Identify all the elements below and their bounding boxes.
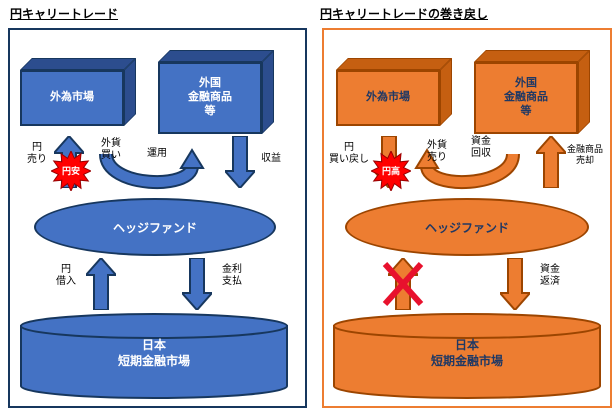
yen-buyback-label: 円 買い戻し bbox=[329, 142, 369, 165]
sell-collect-curved-arrow bbox=[414, 148, 520, 190]
money-market-cylinder bbox=[333, 313, 601, 399]
fx-buy-label: 外貨 買い bbox=[101, 138, 121, 161]
repay-down-arrow bbox=[500, 258, 530, 310]
yen-sell-label: 円 売り bbox=[27, 142, 47, 165]
convert-invest-curved-arrow bbox=[99, 148, 205, 190]
yen-weak-badge-text: 円安 bbox=[62, 165, 80, 176]
money-market-cylinder bbox=[20, 313, 288, 399]
box-top-face bbox=[474, 50, 590, 62]
fx-market-label: 外為市場 bbox=[336, 70, 440, 126]
interest-down-arrow bbox=[182, 258, 212, 310]
hedge-fund-ellipse: ヘッジファンド bbox=[34, 198, 276, 256]
repay-label: 資金 返済 bbox=[540, 264, 560, 287]
money-market-label: 日本 短期金融市場 bbox=[430, 338, 503, 368]
yen-borrow-label: 円 借入 bbox=[56, 264, 76, 287]
fx-sell-label: 外貨 売り bbox=[427, 140, 447, 163]
sell-products-up-arrow bbox=[536, 136, 566, 188]
fx-market-label: 外為市場 bbox=[20, 70, 124, 126]
foreign-products-label: 外国 金融商品 等 bbox=[158, 62, 262, 134]
money-market-label: 日本 短期金融市場 bbox=[117, 338, 190, 368]
box-top-face bbox=[158, 50, 274, 62]
carry-trade-panel: 外為市場 外国 金融商品 等 円 売り 外貨 買い 運用 収益 円安 ヘッジファ… bbox=[8, 28, 307, 408]
foreign-products-label: 外国 金融商品 等 bbox=[474, 62, 578, 134]
left-title: 円キャリートレード bbox=[10, 7, 119, 21]
box-side-face bbox=[124, 58, 136, 126]
box-side-face bbox=[578, 50, 590, 134]
yen-strong-badge-text: 円高 bbox=[382, 165, 400, 176]
yen-borrow-up-arrow bbox=[86, 258, 116, 310]
profit-label: 収益 bbox=[261, 153, 281, 164]
collect-label: 資金 回収 bbox=[471, 136, 491, 159]
red-cross-icon bbox=[382, 261, 424, 307]
box-side-face bbox=[440, 58, 452, 126]
interest-label: 金利 支払 bbox=[222, 264, 242, 287]
box-side-face bbox=[262, 50, 274, 134]
box-top-face bbox=[336, 58, 452, 70]
invest-label: 運用 bbox=[147, 148, 167, 159]
profit-down-arrow bbox=[225, 136, 255, 188]
box-top-face bbox=[20, 58, 136, 70]
yen-weak-badge: 円安 bbox=[51, 151, 91, 191]
yen-strong-badge: 円高 bbox=[371, 151, 411, 191]
unwinding-panel: 外為市場 外国 金融商品 等 円 買い戻し 外貨 売り 資金 回収 金融商品 売… bbox=[322, 28, 612, 408]
hedge-fund-ellipse: ヘッジファンド bbox=[345, 198, 589, 256]
sell-products-label: 金融商品 売却 bbox=[566, 144, 603, 165]
right-title: 円キャリートレードの巻き戻し bbox=[320, 7, 489, 21]
